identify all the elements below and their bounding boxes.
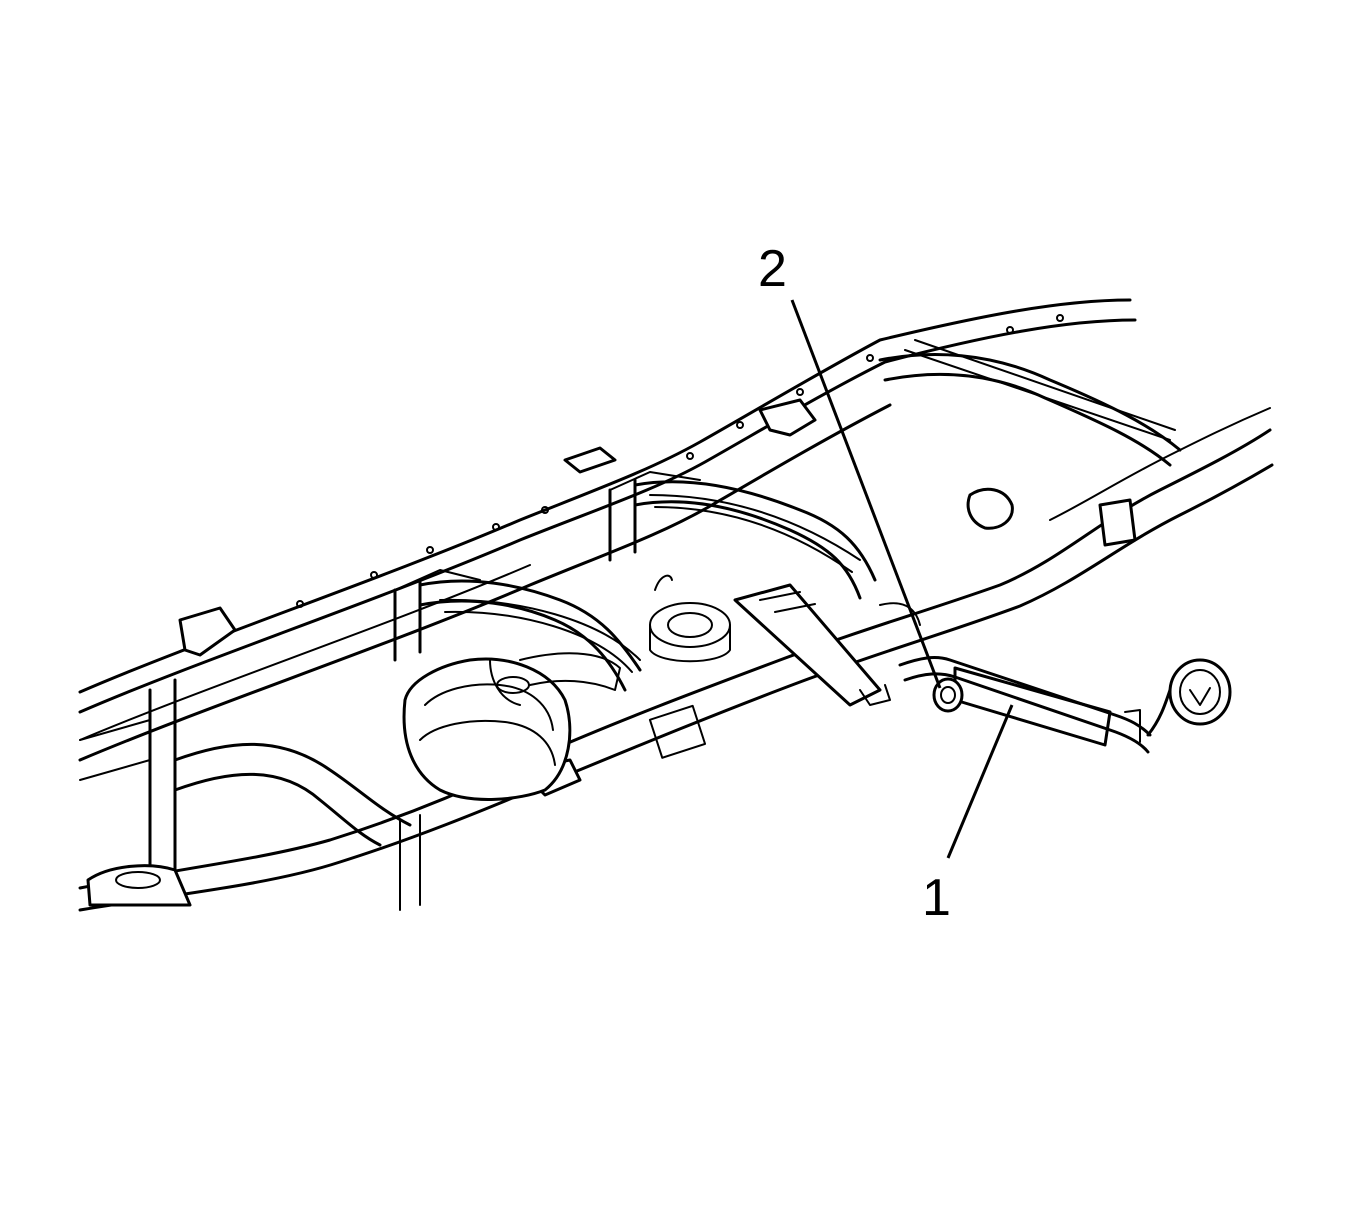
callout-label-1: 1 — [922, 869, 951, 927]
spare-tire-hoist — [649, 574, 731, 663]
left-frame-rail — [78, 298, 1137, 762]
leader-line-2 — [790, 299, 942, 689]
leader-line-1 — [946, 704, 1014, 859]
fuel-filler-pipe — [898, 656, 1232, 754]
cross-members — [79, 339, 1182, 882]
callout-leaders — [790, 299, 1014, 859]
callout-label-2: 2 — [758, 240, 787, 298]
fuel-fill-bracket — [733, 583, 921, 707]
rear-differential — [402, 652, 621, 801]
rail-holes — [296, 314, 1064, 608]
right-frame-rail — [78, 407, 1274, 912]
